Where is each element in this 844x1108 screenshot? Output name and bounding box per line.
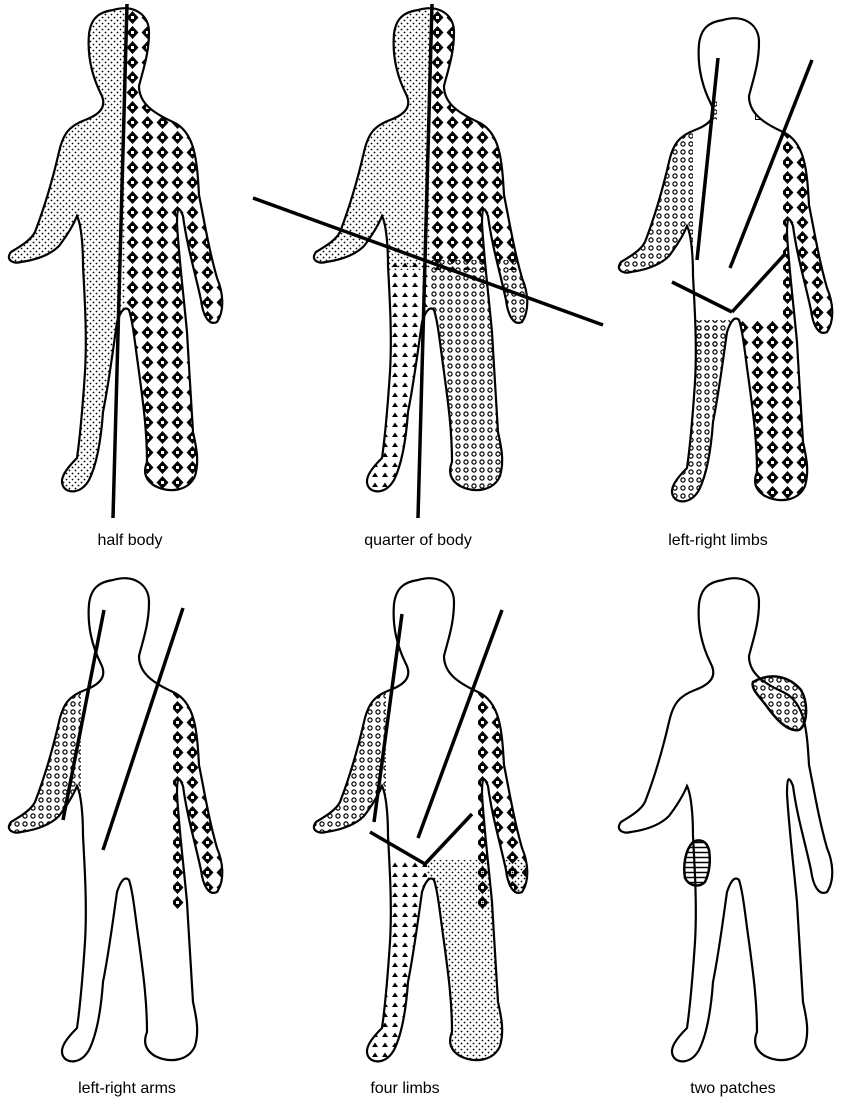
- caption-quarter-of-body: quarter of body: [288, 532, 548, 550]
- caption-half-body: half body: [0, 532, 260, 550]
- caption-two-patches: two patches: [603, 1080, 844, 1098]
- figure-half-body: [0, 0, 255, 518]
- figure-four-limbs: [300, 578, 560, 1080]
- figure-left-right-arms: [0, 578, 255, 1061]
- caption-left-right-arms: left-right arms: [0, 1080, 257, 1098]
- patch-shoulder: [753, 676, 806, 730]
- figure-two-patches: [619, 578, 832, 1061]
- caption-left-right-limbs: left-right limbs: [588, 532, 844, 550]
- figure-quarter-of-body: [253, 0, 603, 520]
- patch-thigh: [684, 840, 710, 885]
- caption-four-limbs: four limbs: [275, 1080, 535, 1098]
- figure-left-right-limbs: [605, 18, 844, 520]
